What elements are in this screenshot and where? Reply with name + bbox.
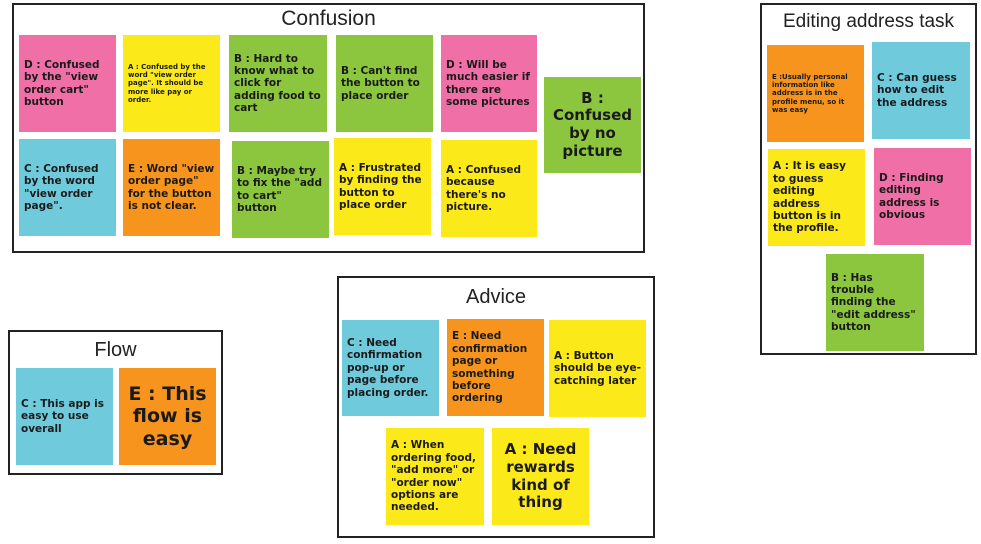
note-text: A : Frustrated by finding the button to … xyxy=(339,161,422,211)
sticky-note[interactable]: D : Finding editing address is obvious xyxy=(874,148,971,245)
note-text: A : It is easy to guess editing address … xyxy=(773,160,847,235)
group-title-flow: Flow xyxy=(94,339,137,361)
sticky-note[interactable]: B : Can't find the button to place order xyxy=(336,35,433,132)
sticky-note[interactable]: B : Hard to know what to click for addin… xyxy=(229,35,327,132)
note-text: A : Button should be eye-catching later xyxy=(554,349,641,387)
group-title-confusion: Confusion xyxy=(281,7,376,30)
note-text: D : Finding editing address is obvious xyxy=(879,171,944,221)
note-text: A : When ordering food, "add more" or "o… xyxy=(391,439,476,514)
sticky-note[interactable]: B : Confused by no picture xyxy=(544,77,641,173)
note-text: A : Confused because there's no picture. xyxy=(446,163,521,213)
sticky-note[interactable]: B : Has trouble finding the "edit addres… xyxy=(826,254,924,351)
sticky-note[interactable]: C : Confused by the word "view order pag… xyxy=(19,139,116,236)
note-text: C : Can guess how to edit the address xyxy=(877,71,957,109)
note-text: C : This app is easy to use overall xyxy=(21,397,104,435)
note-text: E :Usually personal information like add… xyxy=(772,72,848,114)
note-text: B : Has trouble finding the "edit addres… xyxy=(831,271,916,334)
sticky-note[interactable]: A : Button should be eye-catching later xyxy=(549,320,646,417)
sticky-note[interactable]: A : It is easy to guess editing address … xyxy=(768,149,865,246)
sticky-note[interactable]: D : Will be much easier if there are som… xyxy=(441,35,537,132)
note-text: A : Confused by the word "view order pag… xyxy=(128,62,206,104)
note-text: B : Maybe try to fix the "add to cart" b… xyxy=(237,164,322,214)
sticky-note[interactable]: E :Usually personal information like add… xyxy=(767,45,864,142)
note-text: E : This flow is easy xyxy=(128,382,207,450)
sticky-note[interactable]: A : Need rewards kind of thing xyxy=(492,428,589,525)
sticky-note[interactable]: A : Confused by the word "view order pag… xyxy=(123,35,220,132)
note-text: E : Word "view order page" for the butto… xyxy=(128,162,215,212)
note-text: B : Confused by no picture xyxy=(552,88,633,160)
note-text: E : Need confirmation page or something … xyxy=(452,330,528,405)
sticky-note[interactable]: C : Need confirmation pop-up or page bef… xyxy=(342,320,439,416)
note-text: B : Hard to know what to click for addin… xyxy=(234,52,321,115)
sticky-note[interactable]: C : This app is easy to use overall xyxy=(16,368,113,465)
group-title-editing-address: Editing address task xyxy=(782,11,955,32)
sticky-note[interactable]: E : This flow is easy xyxy=(119,368,216,465)
note-text: A : Need rewards kind of thing xyxy=(504,440,577,512)
sticky-note[interactable]: D : Confused by the "view order cart" bu… xyxy=(19,35,116,132)
sticky-note[interactable]: E : Need confirmation page or something … xyxy=(447,319,544,416)
sticky-note[interactable]: A : Confused because there's no picture. xyxy=(441,140,537,237)
note-text: D : Will be much easier if there are som… xyxy=(446,58,530,108)
note-text: C : Confused by the word "view order pag… xyxy=(24,162,99,212)
sticky-note[interactable]: C : Can guess how to edit the address xyxy=(872,42,970,139)
group-title-advice: Advice xyxy=(465,286,527,308)
sticky-note[interactable]: B : Maybe try to fix the "add to cart" b… xyxy=(232,141,329,238)
note-text: C : Need confirmation pop-up or page bef… xyxy=(347,337,429,399)
note-text: B : Can't find the button to place order xyxy=(341,64,420,102)
note-text: D : Confused by the "view order cart" bu… xyxy=(24,58,100,108)
sticky-note[interactable]: E : Word "view order page" for the butto… xyxy=(123,139,220,236)
sticky-note[interactable]: A : Frustrated by finding the button to … xyxy=(334,138,431,235)
sticky-note[interactable]: A : When ordering food, "add more" or "o… xyxy=(386,428,484,525)
